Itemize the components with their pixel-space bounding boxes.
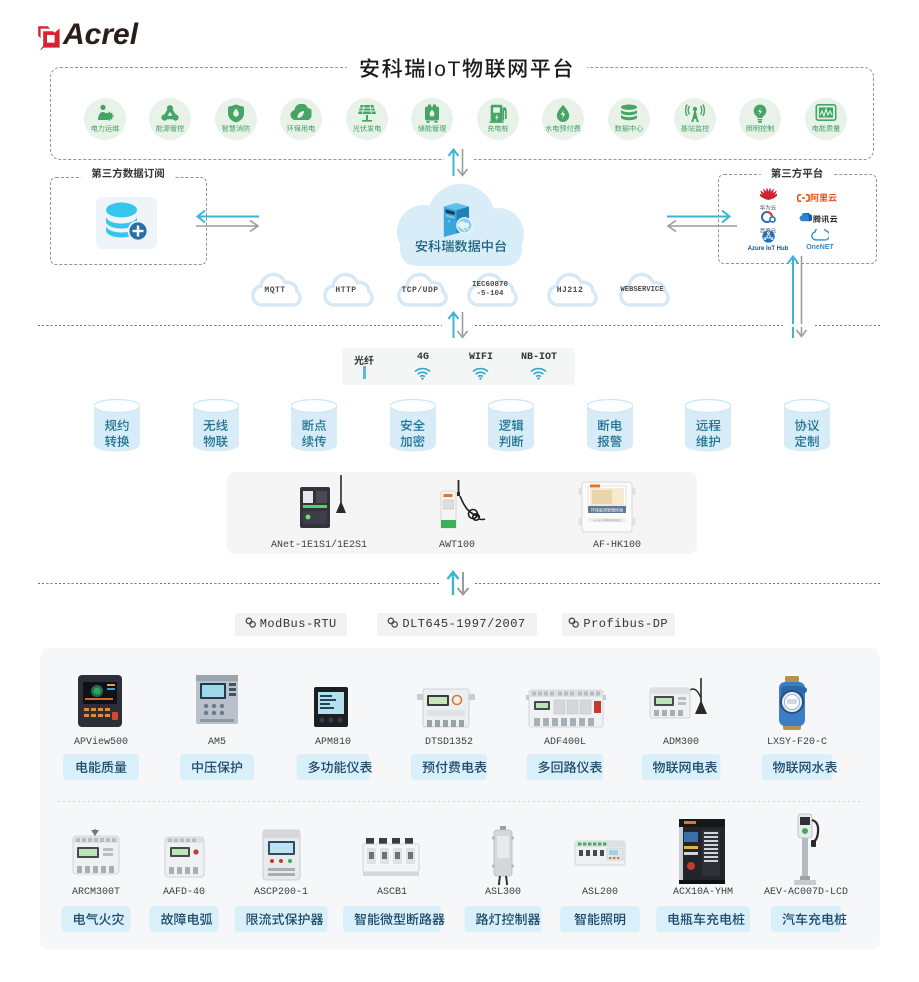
svg-text:环保监测管理终端: 环保监测管理终端 xyxy=(591,508,623,514)
svg-text:安科瑞数据中台: 安科瑞数据中台 xyxy=(415,236,507,255)
svg-text:ACREL环保用电监管: ACREL环保用电监管 xyxy=(593,519,621,523)
